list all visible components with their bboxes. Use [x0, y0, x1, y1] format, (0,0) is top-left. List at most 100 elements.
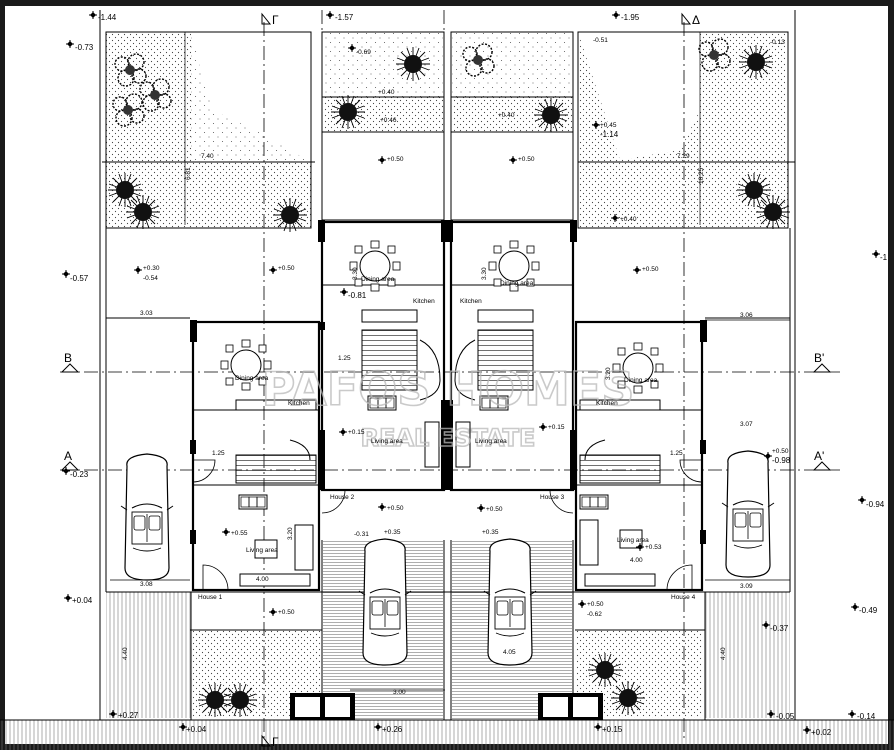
- dimension-label: 4.00: [630, 557, 643, 564]
- level-label: +0.04: [72, 596, 93, 605]
- level-label: +0.15: [348, 429, 365, 436]
- furniture: [220, 240, 664, 587]
- level-label: +0.50: [387, 156, 404, 163]
- level-label: +0.40: [620, 216, 637, 223]
- level-label: +0.50: [387, 505, 404, 512]
- staircases: [235, 329, 661, 484]
- level-label: +0.46: [380, 117, 397, 124]
- level-label: +0.50: [486, 506, 503, 513]
- dimension-label: 1.25: [670, 450, 683, 457]
- dimension-label: 4.05: [503, 649, 516, 656]
- building-walls: [190, 220, 707, 720]
- dimension-label: 3.08: [140, 581, 153, 588]
- dimension-label: 3.20: [605, 367, 612, 380]
- dimension-label: 3.09: [740, 583, 753, 590]
- house-4-label: House 4: [671, 594, 696, 601]
- level-label: +0.30: [143, 265, 160, 272]
- level-label: +0.40: [498, 112, 515, 119]
- level-label: -0.57: [70, 274, 89, 283]
- level-label: -0.98: [772, 456, 791, 465]
- dimension-label: 3.06: [740, 312, 753, 319]
- level-label: +0.50: [642, 266, 659, 273]
- level-label: +0.50: [278, 609, 295, 616]
- level-label: -1: [880, 253, 888, 262]
- level-label: -0.54: [143, 275, 158, 282]
- level-label: +0.35: [482, 529, 499, 536]
- section-delta-top: Δ: [692, 13, 700, 27]
- level-label: +0.15: [602, 725, 623, 734]
- level-label: -0.81: [348, 291, 367, 300]
- level-label: +0.40: [378, 89, 395, 96]
- dining-area-label: Dining area: [235, 375, 269, 382]
- dimension-label: 7.40: [201, 153, 214, 160]
- dimension-lines: [106, 32, 790, 691]
- site-boundaries: [0, 10, 894, 721]
- section-a-right: A': [814, 449, 824, 463]
- level-label: -0.94: [866, 500, 885, 509]
- dimension-label: 4.40: [720, 647, 727, 660]
- level-labels: -1.44 -1.57 -1.95 -0.73 -0.57 -0.23 +0.0…: [70, 13, 888, 737]
- section-a-left: A: [64, 449, 72, 463]
- level-label: +0.50: [278, 265, 295, 272]
- dimension-label: 3.20: [287, 527, 294, 540]
- room-labels: House 1 House 2 House 3 House 4 Dining a…: [198, 276, 696, 601]
- level-label: +0.55: [231, 530, 248, 537]
- living-area-label: Living area: [475, 438, 507, 445]
- watermark: PAFOS HOMES REAL ESTATE: [261, 361, 635, 453]
- section-b-right: B': [814, 351, 824, 365]
- dimension-labels: 7.40 6.81 7.29 10.25 3.03 3.06 1.25 1.25…: [122, 153, 753, 696]
- dimension-label: 3.03: [140, 310, 153, 317]
- level-label: -0.31: [354, 531, 369, 538]
- dining-area-label: Dining area: [500, 280, 534, 287]
- level-label: -0.05: [776, 712, 795, 721]
- dimension-label: 3.00: [393, 689, 406, 696]
- level-label: -0.23: [70, 470, 89, 479]
- watermark-line1: PAFOS HOMES: [262, 362, 635, 416]
- dining-area-label: Dining area: [624, 377, 658, 384]
- level-label: -0.14: [857, 712, 876, 721]
- level-label: -0.73: [75, 43, 94, 52]
- section-labels: B A B' A' Γ Δ Γ: [64, 13, 824, 749]
- dimension-label: 4.00: [256, 576, 269, 583]
- house-3-label: House 3: [540, 494, 565, 501]
- living-area-label: Living area: [371, 438, 403, 445]
- level-label: -1.57: [335, 13, 354, 22]
- section-b-left: B: [64, 351, 72, 365]
- dimension-label: 3.30: [481, 267, 488, 280]
- level-label: -0.13: [770, 39, 785, 46]
- dimension-label: 10.25: [698, 167, 705, 184]
- section-triangles: [60, 12, 832, 747]
- level-label: -1.14: [600, 130, 619, 139]
- level-label: +0.04: [186, 725, 207, 734]
- dimension-label: 7.29: [677, 153, 690, 160]
- dimension-label: 6.81: [185, 167, 192, 180]
- kitchen-label: Kitchen: [413, 298, 435, 305]
- house-1-label: House 1: [198, 594, 223, 601]
- level-label: +0.53: [645, 544, 662, 551]
- level-label: +0.45: [600, 122, 617, 129]
- level-label: -0.37: [770, 624, 789, 633]
- level-label: -0.49: [859, 606, 878, 615]
- level-label: +0.50: [518, 156, 535, 163]
- dimension-label: 3.07: [740, 421, 753, 428]
- living-area-label: Living area: [617, 537, 649, 544]
- section-gamma-bottom: Γ: [272, 735, 279, 749]
- doors: [192, 459, 703, 591]
- level-label: +0.27: [118, 711, 139, 720]
- level-label: +0.02: [811, 728, 832, 737]
- level-label: -1.44: [98, 13, 117, 22]
- house-2-label: House 2: [330, 494, 355, 501]
- dimension-label: 3.30: [352, 267, 359, 280]
- level-label: -0.62: [587, 611, 602, 618]
- level-label: -0.51: [593, 37, 608, 44]
- level-label: +0.35: [384, 529, 401, 536]
- watermark-line2: REAL ESTATE: [361, 424, 536, 452]
- level-label: -1.95: [621, 13, 640, 22]
- kitchen-label: Kitchen: [596, 400, 618, 407]
- dimension-label: 4.40: [122, 647, 129, 660]
- dimension-label: 1.25: [212, 450, 225, 457]
- dimension-label: 1.25: [338, 355, 351, 362]
- kitchen-label: Kitchen: [460, 298, 482, 305]
